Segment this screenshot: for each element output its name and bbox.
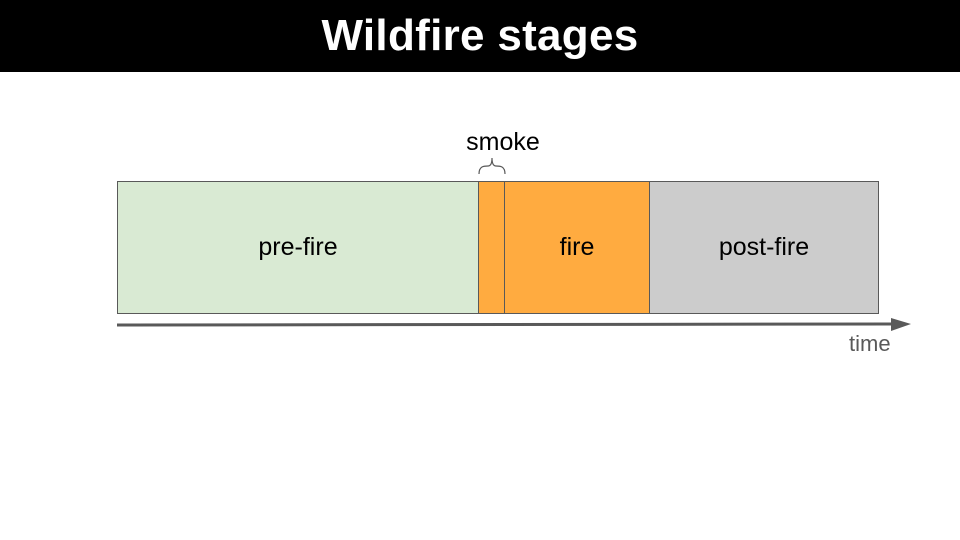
stage-post-fire: post-fire [649, 181, 879, 314]
smoke-annotation-label: smoke [466, 128, 540, 156]
stage-label: fire [559, 233, 595, 261]
title-bar: Wildfire stages [0, 0, 960, 72]
time-axis-arrow-icon [117, 318, 911, 331]
page-title: Wildfire stages [321, 11, 639, 60]
stage-fire: fire [504, 181, 650, 314]
axis-label-time: time [849, 331, 891, 356]
stage-label: post-fire [718, 233, 810, 261]
stage-label: pre-fire [258, 233, 338, 261]
stage-smoke [478, 181, 505, 314]
curly-brace-icon [478, 157, 506, 175]
stage-pre-fire: pre-fire [117, 181, 479, 314]
